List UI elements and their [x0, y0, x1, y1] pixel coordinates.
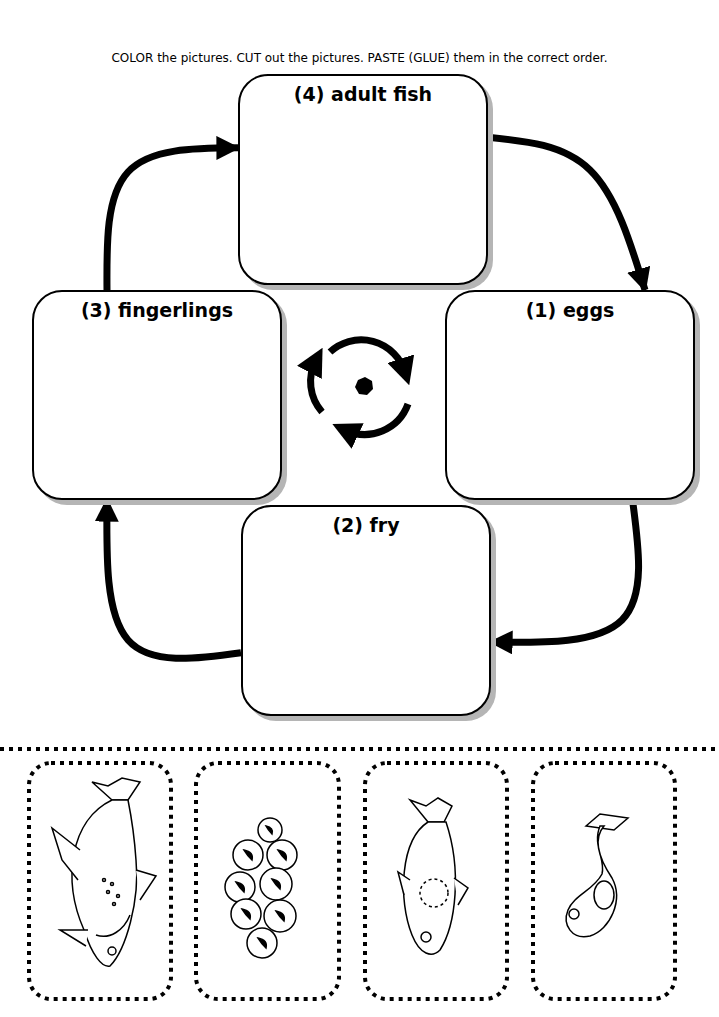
- fin: [60, 930, 88, 946]
- cycle-arrow: [488, 137, 645, 290]
- stage-box: (4) adult fish: [238, 74, 488, 285]
- cycle-arrow: [107, 500, 241, 658]
- stage-label: (2) fry: [243, 507, 489, 537]
- yolk-sac: [420, 879, 448, 907]
- eye: [421, 932, 431, 942]
- fry-picture: [566, 814, 628, 937]
- adult-fish-picture: [52, 778, 156, 966]
- fin: [52, 828, 80, 880]
- cycle-symbol: [311, 340, 408, 435]
- instruction-title: COLOR the pictures. CUT out the pictures…: [0, 51, 719, 65]
- cut-card: [196, 763, 339, 999]
- stage-box: (2) fry: [241, 505, 491, 716]
- stage-label: (4) adult fish: [240, 76, 486, 106]
- tail-fin: [92, 778, 140, 800]
- cycle-arrow: [107, 148, 238, 290]
- cycle-arrow: [345, 404, 408, 434]
- stage-box: (3) fingerlings: [32, 290, 282, 500]
- fin: [454, 878, 468, 905]
- fin: [136, 870, 156, 900]
- cycle-arrow: [491, 500, 639, 642]
- fish-body: [404, 822, 456, 954]
- gill: [96, 915, 130, 936]
- cut-card: [29, 763, 171, 999]
- cut-line: [0, 747, 719, 751]
- eye: [108, 947, 116, 955]
- cut-card: [365, 763, 507, 999]
- fish-body: [566, 826, 616, 937]
- stage-box: (1) eggs: [445, 290, 695, 500]
- eggs-picture: [225, 818, 297, 958]
- fin: [398, 872, 410, 895]
- stage-label: (1) eggs: [447, 292, 693, 322]
- cycle-center: [355, 377, 373, 395]
- tail-fin: [586, 814, 628, 830]
- cycle-arrow: [330, 340, 405, 372]
- cycle-arrow: [311, 360, 322, 412]
- fingerling-picture: [398, 798, 468, 954]
- stage-label: (3) fingerlings: [34, 292, 280, 322]
- eye: [569, 909, 579, 919]
- yolk-sac: [594, 881, 614, 909]
- cut-card: [533, 763, 675, 999]
- tail-fin: [410, 798, 452, 822]
